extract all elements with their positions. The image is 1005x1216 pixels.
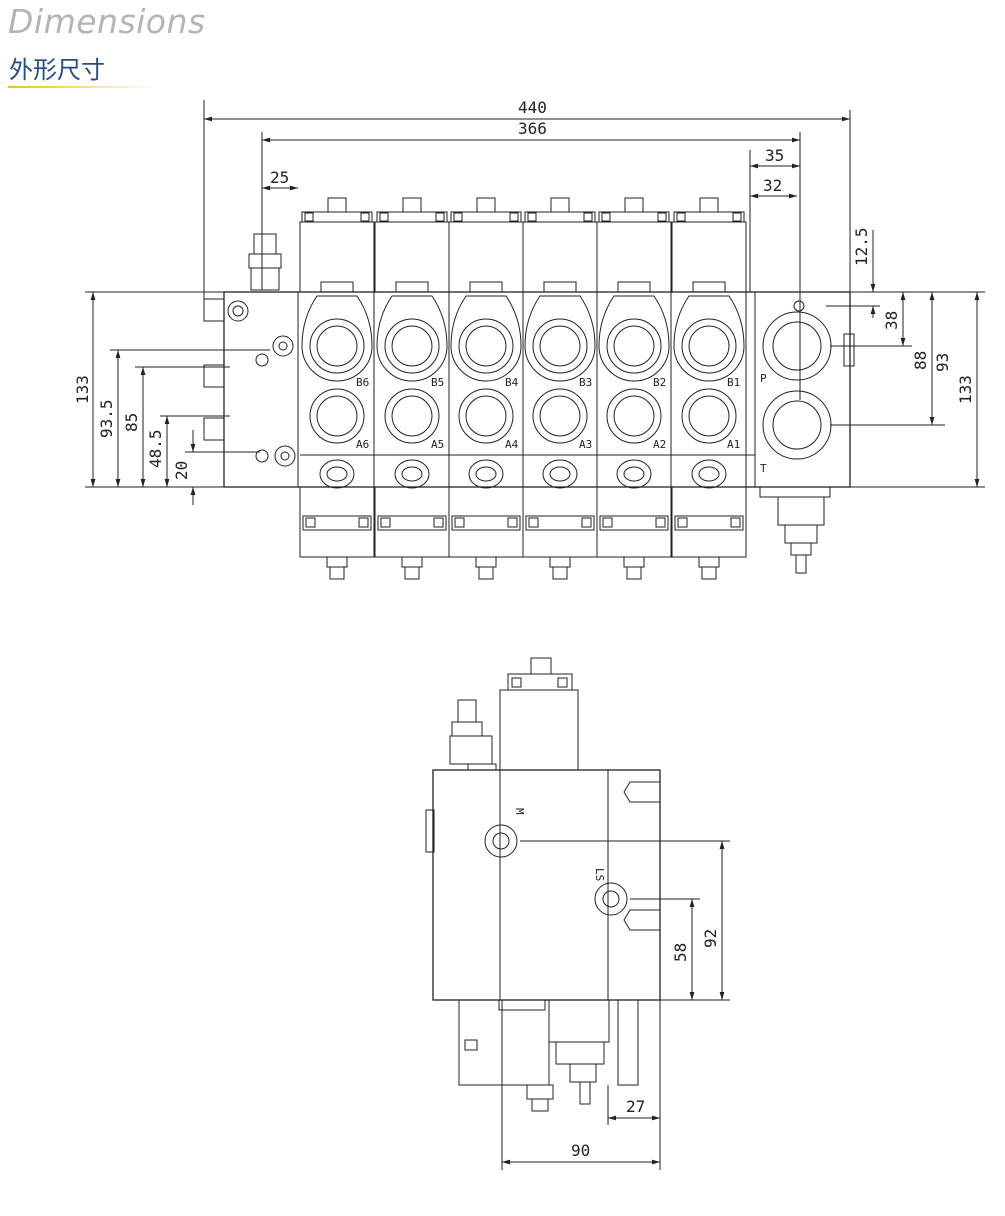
port-a-3 [532,388,588,444]
port-label-m: M [513,808,526,815]
dim-35: 35 [765,146,784,165]
port-b-1 [681,318,737,374]
title-underline [8,86,158,88]
dim-27: 27 [626,1097,645,1116]
port-label-ls: LS [593,868,606,881]
port-a-4 [458,388,514,444]
port-b-5 [384,318,440,374]
dim-133-left: 133 [73,375,92,404]
valve-body [223,291,851,488]
side-body [432,769,661,1001]
dim-92: 92 [701,929,720,948]
port-label-a5: A5 [431,438,444,451]
port-label-b5: B5 [431,376,444,389]
solenoid-bottom-4 [448,486,524,558]
side-dimensions: 58 92 27 90 [501,840,730,1170]
port-b-4 [458,318,514,374]
port-label-a6: A6 [356,438,369,451]
dim-90: 90 [571,1141,590,1160]
port-label-b6: B6 [356,376,369,389]
dim-20: 20 [172,461,191,480]
dim-12-5: 12.5 [852,227,871,266]
title-english: Dimensions [8,2,206,41]
dim-32: 32 [763,176,782,195]
solenoid-bottom-6 [299,486,375,558]
inlet-ports [759,300,855,574]
port-label-t: T [760,462,767,475]
dim-48-5: 48.5 [146,429,165,468]
dim-93-5: 93.5 [97,399,116,438]
end-plate-fittings [203,233,296,467]
port-a-1 [681,388,737,444]
solenoid-bottom-1 [671,486,747,558]
title-chinese: 外形尺寸 [9,56,105,84]
front-view: B6 B5 B4 B3 B2 B1 A6 A5 A4 A3 A2 A1 P T [73,98,985,580]
port-a-6 [309,388,365,444]
port-label-a4: A4 [505,438,519,451]
port-a-2 [606,388,662,444]
solenoid-bottom-5 [374,486,450,558]
port-b-2 [606,318,662,374]
section-bodies [301,292,747,489]
solenoid-bottom-3 [522,486,598,558]
dim-366: 366 [518,119,547,138]
dim-133-right: 133 [956,375,975,404]
port-label-a3: A3 [579,438,592,451]
port-label-a2: A2 [653,438,666,451]
port-label-b3: B3 [579,376,592,389]
front-dimensions: 440 366 35 32 25 12.5 38 88 93 133 133 9… [73,98,985,505]
section-labels: B6 B5 B4 B3 B2 B1 A6 A5 A4 A3 A2 A1 P T [356,372,767,475]
side-view: M LS 58 92 27 [425,657,730,1170]
dim-25: 25 [270,168,289,187]
port-b-6 [309,318,365,374]
port-label-b1: B1 [727,376,740,389]
solenoid-bottom-2 [596,486,672,558]
section-solenoids-top [299,197,747,293]
dim-58: 58 [671,943,690,962]
port-label-b4: B4 [505,376,519,389]
port-label-a1: A1 [727,438,740,451]
dim-93: 93 [933,353,952,372]
dim-88: 88 [911,351,930,370]
dim-440: 440 [518,98,547,117]
port-label-b2: B2 [653,376,666,389]
port-b-3 [532,318,588,374]
port-a-5 [384,388,440,444]
dim-85: 85 [122,413,141,432]
section-solenoids-bottom [299,486,747,580]
port-label-p: P [760,372,767,385]
dim-38: 38 [882,311,901,330]
